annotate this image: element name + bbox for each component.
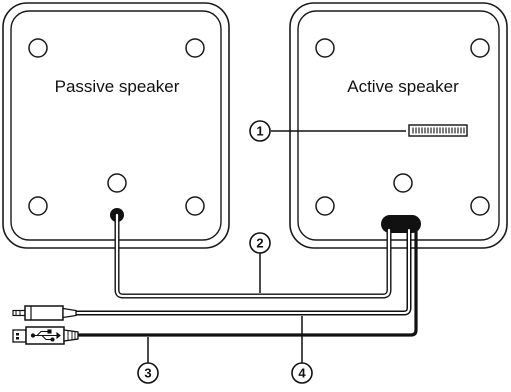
volume-wheel-icon[interactable] <box>408 124 468 137</box>
passive-screw-bottom-left <box>28 196 48 216</box>
active-screw-top-left <box>315 38 335 58</box>
callout-1-number: 1 <box>256 124 263 139</box>
passive-screw-top-right <box>185 38 205 58</box>
callout-3-number: 3 <box>144 366 151 381</box>
callout-2-circle <box>249 232 271 254</box>
speaker-link-cable-inner <box>115 213 391 298</box>
active-speaker-body-inner <box>297 10 500 241</box>
active-screw-bottom-left <box>315 196 335 216</box>
audio-jack-plug-icon <box>12 305 77 321</box>
usb-power-cable <box>76 228 418 337</box>
active-speaker: Active speaker <box>289 2 508 249</box>
active-screw-center <box>393 173 413 193</box>
callout-3-circle <box>137 362 159 384</box>
callout-2-number: 2 <box>256 236 263 251</box>
callout-4-number: 4 <box>298 366 306 381</box>
callout-4-circle <box>291 362 313 384</box>
active-screw-bottom-right <box>470 196 490 216</box>
passive-screw-top-left <box>28 38 48 58</box>
passive-screw-bottom-right <box>185 196 205 216</box>
active-screw-top-right <box>470 38 490 58</box>
audio-cable-inner <box>75 229 410 314</box>
callout-1-circle <box>249 120 271 142</box>
volume-wheel-ridges <box>412 127 465 134</box>
active-speaker-label: Active speaker <box>347 77 459 96</box>
passive-screw-center <box>107 173 127 193</box>
callout-1: 1 <box>249 120 406 142</box>
passive-speaker-label: Passive speaker <box>55 77 180 96</box>
cables <box>73 212 418 337</box>
usb-plug-icon <box>12 326 79 345</box>
passive-speaker: Passive speaker <box>2 2 230 249</box>
volume-wheel-frame <box>408 124 468 137</box>
callout-2: 2 <box>249 232 271 293</box>
callout-3: 3 <box>137 337 159 384</box>
callout-4: 4 <box>291 316 313 384</box>
usb-symbol-icon <box>30 329 61 342</box>
